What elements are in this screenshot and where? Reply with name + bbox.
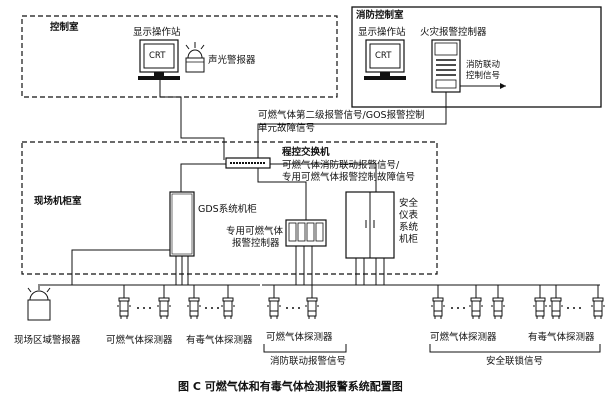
field-area-alarm-icon — [27, 284, 51, 321]
switch-signals-line2: 专用可燃气体报警控制故障信号 — [282, 172, 416, 183]
combustible-detector-3-label: 可燃气体探测器 — [430, 332, 497, 343]
program-switch-label: 程控交换机 — [282, 147, 330, 158]
combustible-detector-1-label: 可燃气体探测器 — [106, 335, 173, 346]
alarm-beacon-icon — [185, 42, 205, 73]
fire-control-room-boundary — [351, 6, 602, 108]
combustible-detector-2-label: 可燃气体探测器 — [266, 332, 333, 343]
switch-to-gds-line — [180, 163, 226, 192]
safety-cabinet-line1: 安全 — [399, 198, 419, 209]
crt-2-label: CRT — [375, 51, 392, 61]
fire-linkage-control-signal-line1: 消防联动 — [466, 60, 501, 70]
second-level-alarm-line1: 可燃气体第二级报警信号/GOS报警控制 — [258, 110, 425, 121]
gds-cabinet-label: GDS系统机柜 — [198, 204, 257, 215]
second-level-alarm-line2: 单元故障信号 — [258, 123, 316, 134]
field-cabinet-room-label: 现场机柜室 — [34, 196, 82, 207]
operator-station-1-label: 显示操作站 — [133, 27, 181, 38]
field-area-alarm-label: 现场区域警报器 — [14, 335, 81, 346]
dedicated-controller-icon — [285, 219, 327, 247]
detector-icon — [116, 297, 606, 320]
fire-alarm-controller-label: 火灾报警控制器 — [420, 27, 487, 38]
operator-station-2-icon — [364, 39, 406, 80]
gds-cabinet-icon — [169, 191, 195, 257]
switch-to-controller-line — [257, 168, 307, 220]
safety-cabinet-line4: 机柜 — [399, 234, 419, 245]
dedicated-controller-line2: 报警控制器 — [232, 238, 280, 249]
fire-alarm-controller-icon — [431, 39, 461, 93]
signal-line-control-room — [159, 80, 225, 160]
toxic-detector-2-label: 有毒气体探测器 — [528, 332, 595, 343]
fire-linkage-control-signal-line2: 控制信号 — [466, 71, 501, 81]
safety-cabinet-line2: 仪表 — [399, 210, 419, 221]
safety-interlock-signal-label: 安全联锁信号 — [486, 356, 544, 367]
fire-linkage-bracket — [263, 344, 347, 353]
fire-linkage-alarm-signal-label: 消防联动报警信号 — [270, 356, 347, 367]
switch-to-safety-line — [270, 163, 377, 192]
signal-line-fire-room — [257, 92, 447, 160]
operator-station-1-icon — [138, 39, 180, 80]
audible-visual-alarm-label: 声光警报器 — [208, 55, 256, 66]
gds-to-field-alarm — [71, 249, 170, 285]
operator-station-2-label: 显示操作站 — [358, 27, 406, 38]
program-switch-icon — [225, 157, 271, 169]
safety-cabinet-line3: 系统 — [399, 222, 419, 233]
control-room-label: 控制室 — [50, 22, 79, 33]
dedicated-controller-line1: 专用可燃气体 — [226, 226, 284, 237]
field-cabinet-room-boundary — [21, 141, 438, 275]
interlock-bracket — [429, 344, 601, 353]
figure-caption: 图 C 可燃气体和有毒气体检测报警系统配置图 — [178, 380, 403, 393]
toxic-detector-1-label: 有毒气体探测器 — [186, 335, 253, 346]
safety-cabinet-icon — [345, 191, 395, 259]
crt-1-label: CRT — [149, 51, 166, 61]
switch-signals-line1: 可燃气体消防联动报警信号/ — [282, 160, 400, 171]
fire-control-room-label: 消防控制室 — [356, 10, 404, 21]
